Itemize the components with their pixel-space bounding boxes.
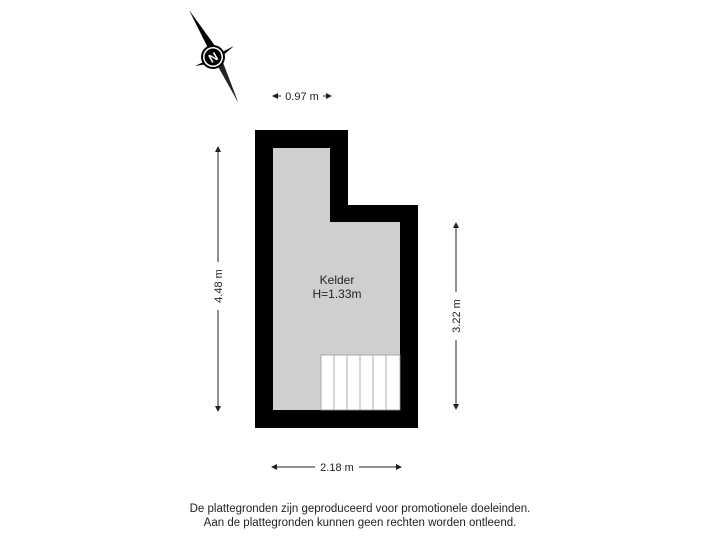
dimension-left-label: 4.48 m bbox=[213, 269, 225, 303]
disclaimer-line-1: De plattegronden zijn geproduceerd voor … bbox=[189, 503, 531, 515]
dimension-top-label: 0.97 m bbox=[285, 91, 319, 103]
disclaimer-line-2: Aan de plattegronden kunnen geen rechten… bbox=[203, 517, 517, 529]
walls bbox=[255, 130, 418, 428]
disclaimer: De plattegronden zijn geproduceerd voor … bbox=[0, 502, 720, 530]
room-name: Kelder bbox=[320, 273, 355, 287]
dimension-bottom-label: 2.18 m bbox=[320, 462, 354, 474]
dimension-right: 3.22 m bbox=[449, 222, 463, 410]
stairs bbox=[320, 354, 401, 411]
dimension-top: 0.97 m bbox=[272, 89, 332, 103]
dimension-left: 4.48 m bbox=[211, 146, 225, 412]
dimension-right-label: 3.22 m bbox=[451, 299, 463, 333]
compass-rose-icon: N bbox=[189, 10, 238, 102]
room-kelder-floor bbox=[273, 148, 400, 410]
dimension-bottom: 2.18 m bbox=[271, 460, 402, 474]
room-height: H=1.33m bbox=[312, 287, 361, 301]
